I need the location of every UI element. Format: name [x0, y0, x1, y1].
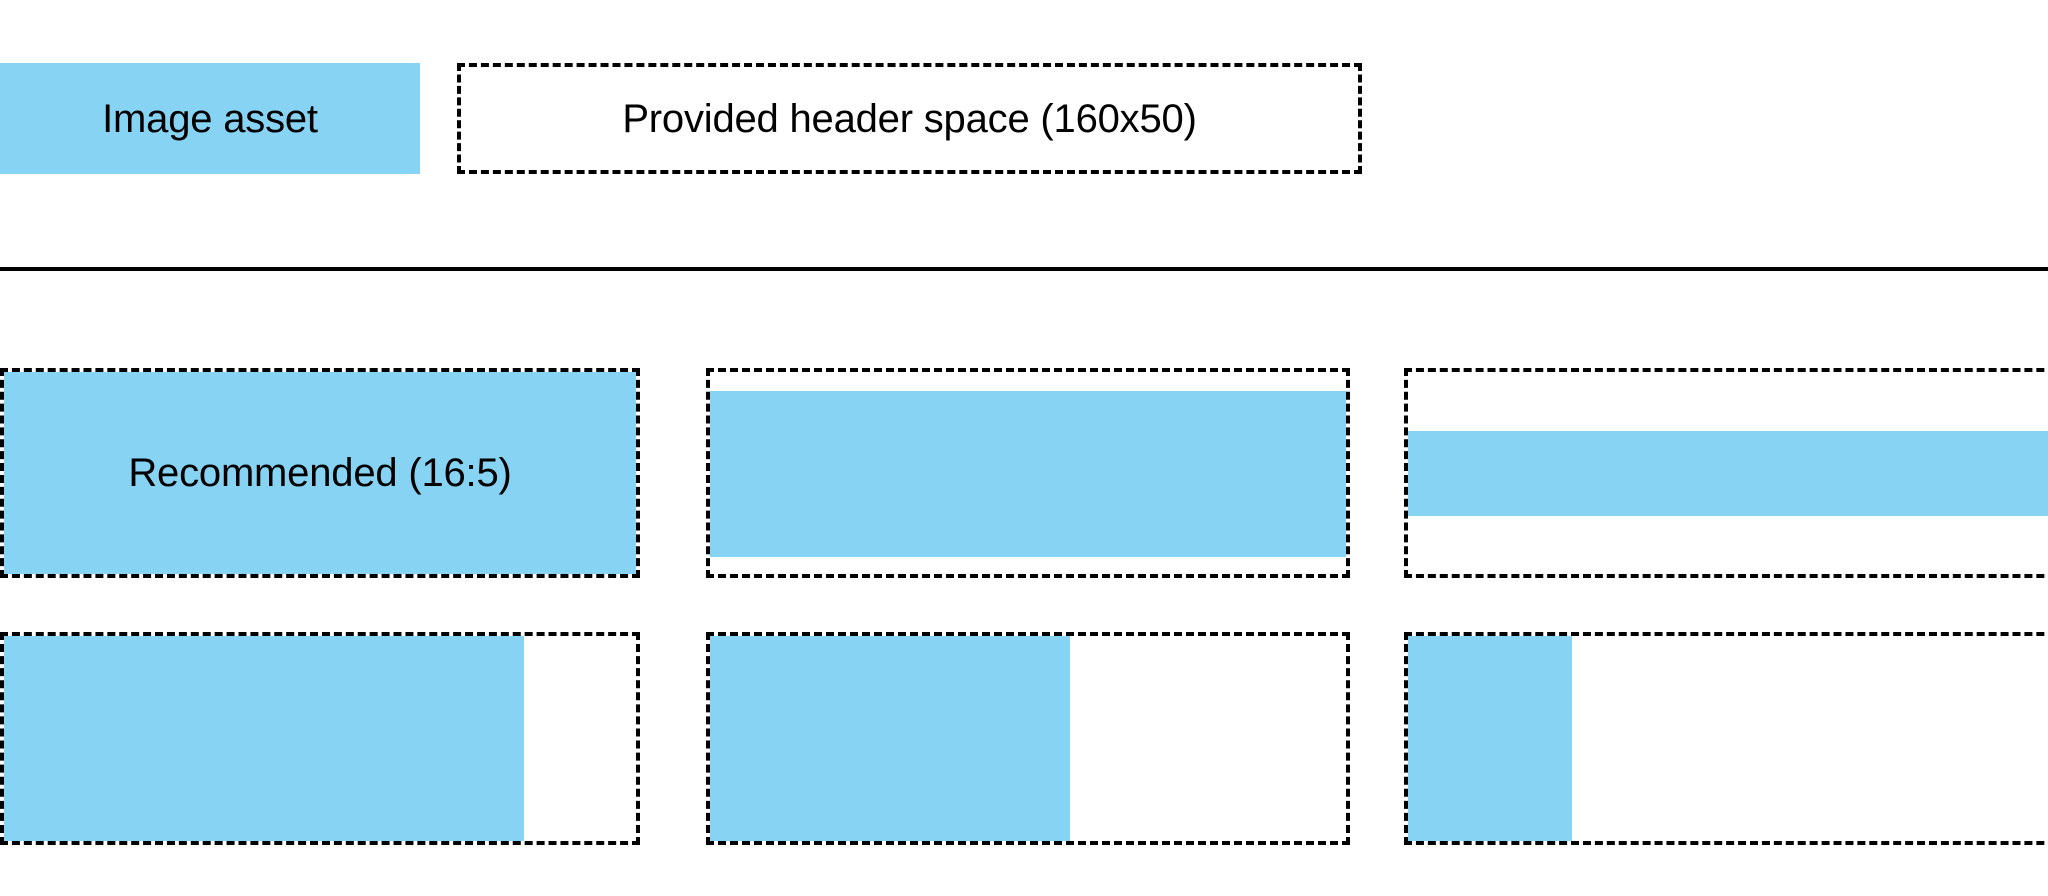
asset-fill [4, 372, 636, 574]
provided-header-space-box: Provided header space (160x50) [457, 63, 1362, 174]
spec-cell-recommended: Recommended (16:5) [0, 368, 640, 578]
spec-cell-pillar-narrow [1404, 632, 2048, 845]
spec-cell-pillar-wide [0, 632, 640, 845]
image-asset-swatch: Image asset [0, 63, 420, 174]
asset-fill [710, 636, 1070, 841]
spec-cell-letterbox-large [1404, 368, 2048, 578]
spec-cell-pillar-medium [706, 632, 1350, 845]
legend-row: Image asset Provided header space (160x5… [0, 63, 2048, 174]
asset-fill [710, 391, 1346, 557]
image-asset-swatch-label: Image asset [102, 96, 318, 141]
section-divider [0, 267, 2048, 271]
asset-fill [1408, 431, 2048, 516]
provided-header-space-label: Provided header space (160x50) [622, 96, 1197, 141]
asset-fill [1408, 636, 1572, 841]
spec-cell-letterbox-small [706, 368, 1350, 578]
asset-fill [4, 636, 524, 841]
